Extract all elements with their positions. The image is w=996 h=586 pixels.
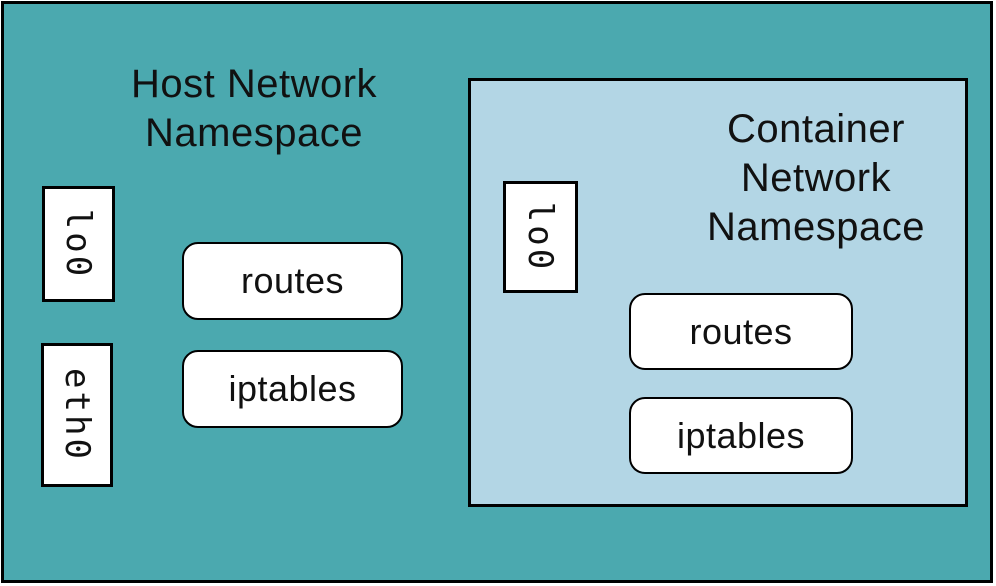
host-interface-lo0-label: lo0 (58, 208, 99, 280)
host-routes-box: routes (182, 242, 403, 320)
container-routes-box: routes (629, 293, 853, 370)
host-interface-lo0-box: lo0 (42, 186, 115, 302)
container-title-line-1: Container (727, 107, 905, 151)
host-routes-label: routes (240, 260, 345, 301)
container-iptables-label: iptables (676, 414, 806, 456)
host-title-line-1: Host Network (130, 62, 378, 106)
container-iptables-box: iptables (629, 397, 853, 474)
container-title-line-2: Network (740, 156, 892, 200)
host-iptables-label: iptables (228, 368, 357, 409)
container-routes-label: routes (689, 310, 793, 352)
container-network-namespace: Container Network Namespace lo0 routes i… (468, 78, 968, 507)
host-iptables-box: iptables (182, 350, 403, 428)
host-interface-eth0-label: eth0 (57, 368, 98, 462)
host-title-line-2: Namespace (145, 111, 363, 155)
container-title-line-3: Namespace (707, 205, 925, 249)
host-namespace-title: Host Network Namespace (99, 60, 409, 158)
container-namespace-title: Container Network Namespace (661, 105, 971, 252)
container-interface-lo0-box: lo0 (503, 181, 578, 293)
host-interface-eth0-box: eth0 (41, 343, 113, 487)
container-interface-lo0-label: lo0 (520, 201, 561, 273)
